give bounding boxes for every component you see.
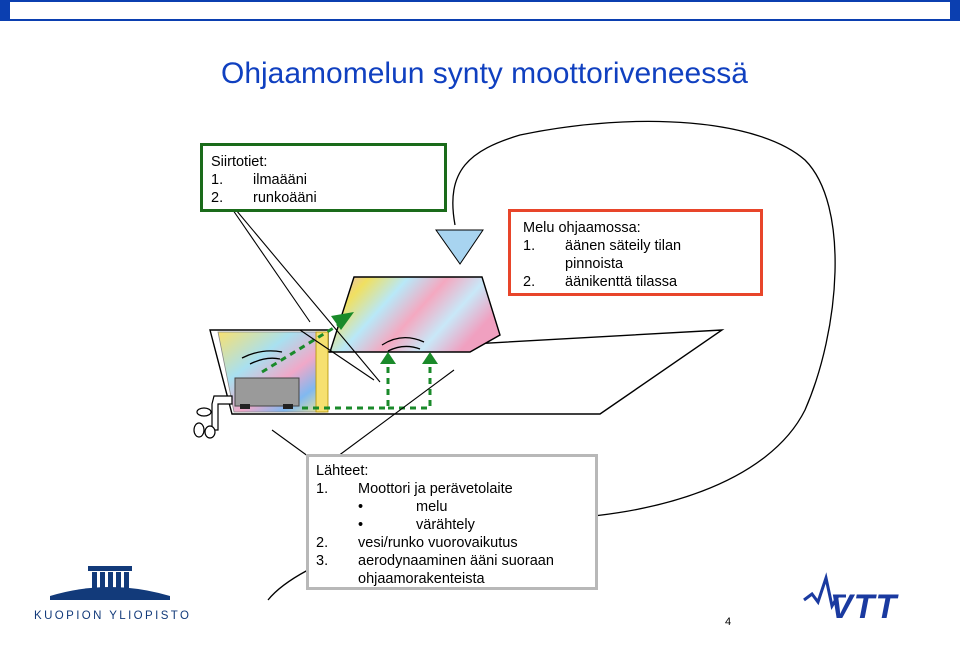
pointer-line-2 bbox=[235, 209, 381, 383]
list-item: 2.vesi/runko vuorovaikutus bbox=[316, 535, 518, 551]
list-item: 1.ilmaääni bbox=[211, 172, 307, 188]
kuopio-logo-mark bbox=[50, 566, 170, 600]
arrow-up-icon bbox=[422, 352, 438, 364]
top-banner bbox=[0, 0, 960, 21]
page-number: 4 bbox=[725, 616, 732, 628]
list-item: 3.aerodynaaminen ääni suoraan bbox=[316, 553, 554, 569]
pointer-line-5 bbox=[299, 329, 375, 381]
kuopio-logo-text: KUOPION YLIOPISTO bbox=[34, 610, 192, 622]
engine bbox=[234, 377, 300, 407]
pointer-line-4 bbox=[329, 369, 455, 463]
cabin bbox=[329, 276, 501, 353]
airborne-path bbox=[261, 322, 341, 374]
engine-mount-2 bbox=[283, 404, 293, 409]
cabin-noise-heading: Melu ohjaamossa: bbox=[523, 220, 641, 236]
top-banner-inner bbox=[10, 2, 950, 19]
vtt-logo-text: VTT bbox=[830, 588, 898, 626]
slide-title: Ohjaamomelun synty moottoriveneessä bbox=[221, 57, 748, 90]
list-item: 2.runkoääni bbox=[211, 190, 317, 206]
outdrive bbox=[211, 395, 233, 431]
list-item: 1.äänen säteily tilan bbox=[523, 238, 682, 254]
ear-cone-icon bbox=[435, 229, 484, 265]
sources-box: Lähteet: 1.Moottori ja perävetolaite •me… bbox=[306, 454, 598, 590]
bullet-item: •melu bbox=[358, 499, 448, 515]
propeller-icon bbox=[193, 407, 216, 439]
list-item-cont: ohjaamorakenteista bbox=[358, 571, 485, 587]
arrow-up-icon bbox=[331, 312, 354, 330]
arrow-up-icon bbox=[380, 352, 396, 364]
transmission-box: Siirtotiet: 1.ilmaääni 2.runkoääni bbox=[200, 143, 447, 212]
cabin-noise-box: Melu ohjaamossa: 1.äänen säteily tilan p… bbox=[508, 209, 763, 296]
pointer-line-1 bbox=[225, 199, 311, 323]
bulkhead bbox=[315, 331, 329, 413]
sources-heading: Lähteet: bbox=[316, 463, 369, 479]
list-item-cont: pinnoista bbox=[565, 256, 624, 272]
list-item: 1.Moottori ja perävetolaite bbox=[316, 481, 513, 497]
list-item: 2.äänikenttä tilassa bbox=[523, 274, 678, 290]
vtt-wave-icon bbox=[803, 572, 846, 611]
transmission-heading: Siirtotiet: bbox=[211, 154, 268, 170]
wave-arc-icon bbox=[241, 337, 425, 365]
bullet-item: •värähtely bbox=[358, 517, 475, 533]
engine-mount-1 bbox=[240, 404, 250, 409]
